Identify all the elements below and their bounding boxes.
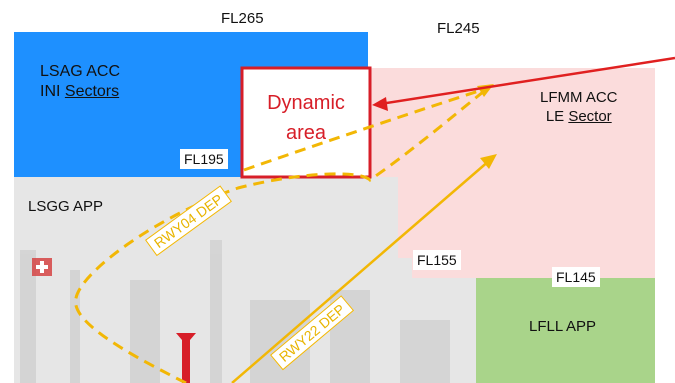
dynamic-line1: Dynamic	[267, 92, 345, 114]
fl265-label: FL265	[221, 10, 264, 27]
red-arrow-line	[379, 56, 675, 106]
rwy22-route	[231, 159, 491, 383]
lfmm-line2-underlined: Sector	[568, 108, 612, 125]
lfmm-line2: LE Sector	[540, 107, 618, 126]
swiss-flag-icon	[32, 258, 52, 276]
dynamic-line2: area	[285, 122, 327, 144]
dynamic-area-box	[240, 66, 372, 179]
fl195-label: FL195	[180, 149, 228, 169]
fl145-label: FL145	[552, 267, 600, 287]
red-arrowhead	[372, 97, 388, 111]
lfmm-line2-prefix: LE	[545, 108, 569, 125]
lfmm-line1: LFMM ACC	[540, 89, 618, 106]
fl245-label: FL245	[437, 20, 480, 37]
lfll-app-area	[476, 278, 655, 383]
lsag-line1: LSAG ACC	[40, 63, 121, 80]
fl155-label: FL155	[413, 250, 461, 270]
lsgg-app-area	[14, 177, 476, 383]
lsag-acc-label: LSAG ACC INI Sectors	[40, 62, 120, 102]
lsag-line2-prefix: INI	[40, 83, 65, 100]
rwy22-arrowhead	[480, 154, 497, 169]
lsgg-app-label: LSGG APP	[28, 198, 104, 215]
dynamic-area-label: Dynamic area	[242, 92, 370, 162]
rwy04-route-branch	[243, 86, 489, 172]
lsag-line2-underlined: Sectors	[64, 83, 120, 100]
lfll-app-label: LFLL APP	[529, 318, 596, 335]
rwy04-route	[74, 86, 489, 383]
runway-marker-icon	[176, 333, 196, 383]
lsag-line2: INI Sectors	[40, 82, 120, 102]
lfmm-acc-label: LFMM ACC LE Sector	[540, 88, 618, 126]
